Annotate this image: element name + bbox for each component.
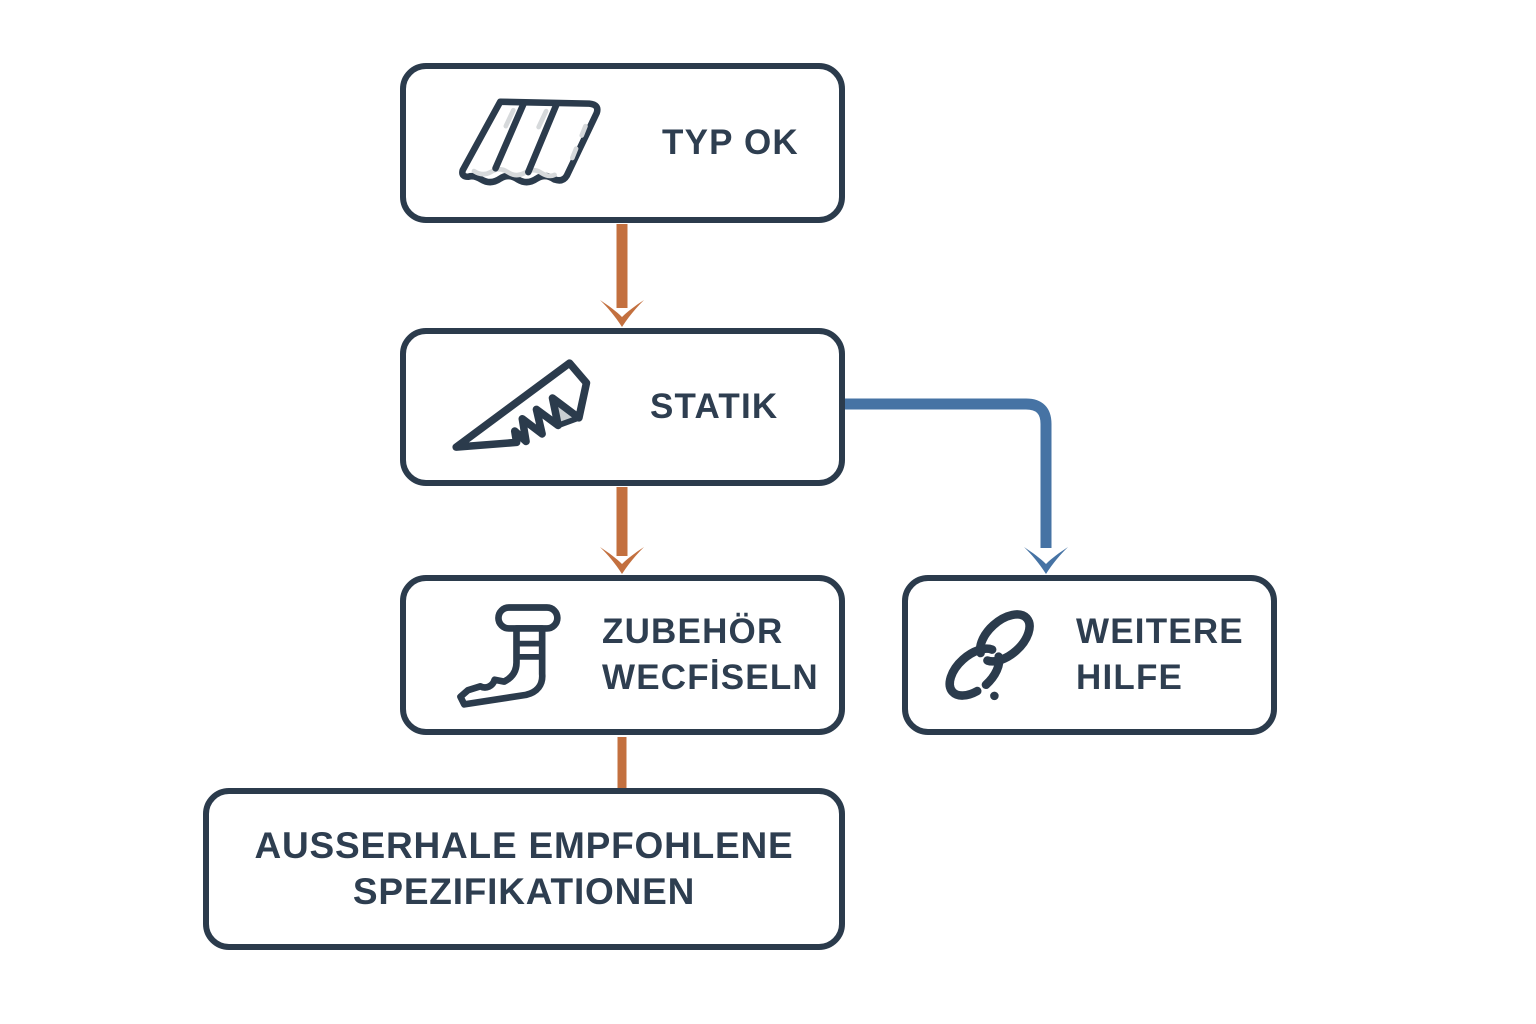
node-statik: STATIK	[400, 328, 845, 486]
node-weitere-hilfe: WEITERE HILFE	[902, 575, 1277, 735]
connector-statik-weitere-hilfe	[845, 398, 1068, 574]
chain-dot	[990, 691, 999, 701]
node-typ-ok-label: TYP OK	[662, 122, 799, 162]
node-zubehoer-wechseln: ZUBEHÖR WECFİSELN	[400, 575, 845, 735]
connector-statik-zubehoer	[600, 487, 644, 574]
corrugated-roof-sheet-icon	[459, 98, 601, 186]
chain-link-icon	[945, 610, 1034, 701]
node-zubehoer-label: ZUBEHÖR WECFİSELN	[602, 611, 819, 697]
node-ausserhalb-spezifikationen: AUSSERHALE EMPFOHLENE SPEZIFIKATIONEN	[203, 788, 845, 950]
connector-typok-statik	[600, 224, 644, 327]
node-ausserhalb-label: AUSSERHALE EMPFOHLENE SPEZIFIKATIONEN	[254, 825, 794, 912]
node-typ-ok: TYP OK	[400, 63, 845, 223]
roof-pitch-icon	[452, 359, 591, 451]
node-weitere-label: WEITERE HILFE	[1076, 611, 1244, 697]
node-statik-label: STATIK	[650, 386, 779, 426]
gutter-elbow-icon	[457, 604, 561, 708]
